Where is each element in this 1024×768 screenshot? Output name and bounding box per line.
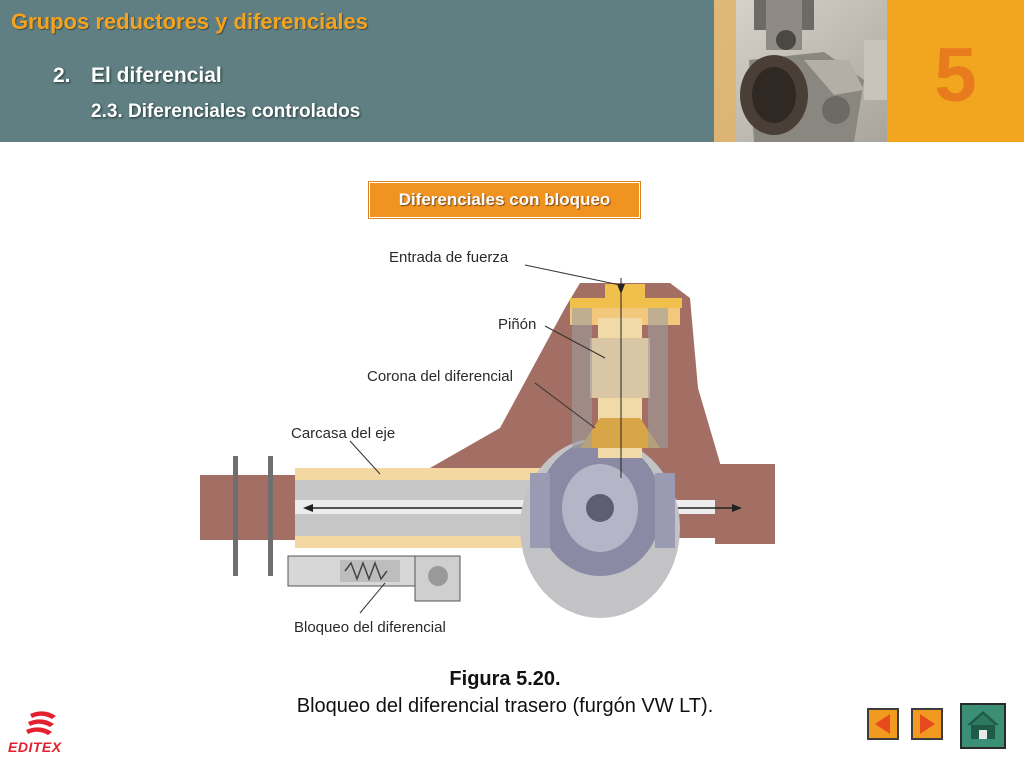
home-button[interactable]: [960, 703, 1006, 749]
chapter-box: 5: [887, 0, 1024, 142]
label-diff-lock: Bloqueo del diferencial: [294, 619, 446, 636]
editex-logo: [8, 710, 80, 760]
subsection-title: 2.3. Diferenciales controlados: [91, 101, 361, 122]
label-input-force: Entrada de fuerza: [389, 249, 509, 266]
section-title: 2. El diferencial: [53, 64, 222, 88]
chapter-number: 5: [934, 33, 977, 118]
label-pinion: Piñón: [498, 316, 536, 333]
differential-lock-figure: Entrada de fuerza Piñón Corona del difer…: [200, 238, 800, 640]
arrow-left-icon: [875, 714, 890, 734]
label-axle-housing: Carcasa del eje: [291, 425, 395, 442]
topic-tag: Diferenciales con bloqueo: [369, 182, 640, 218]
section-title-text: El diferencial: [91, 64, 222, 87]
section-number: 2.: [53, 64, 71, 87]
header-differential-photo: [714, 0, 887, 142]
label-ring-gear: Corona del diferencial: [367, 368, 513, 385]
figure-caption-text: Bloqueo del diferencial trasero (furgón …: [296, 695, 714, 717]
editex-logo-text: EDITEX: [8, 739, 62, 755]
arrow-right-icon: [920, 714, 935, 734]
course-title: Grupos reductores y diferenciales: [11, 9, 369, 34]
figure-caption-title: Figura 5.20.: [449, 668, 561, 690]
header-bar: Grupos reductores y diferenciales 2. El d…: [0, 0, 1024, 142]
previous-slide-button[interactable]: [867, 708, 899, 740]
next-slide-button[interactable]: [911, 708, 943, 740]
home-icon: [967, 711, 999, 739]
